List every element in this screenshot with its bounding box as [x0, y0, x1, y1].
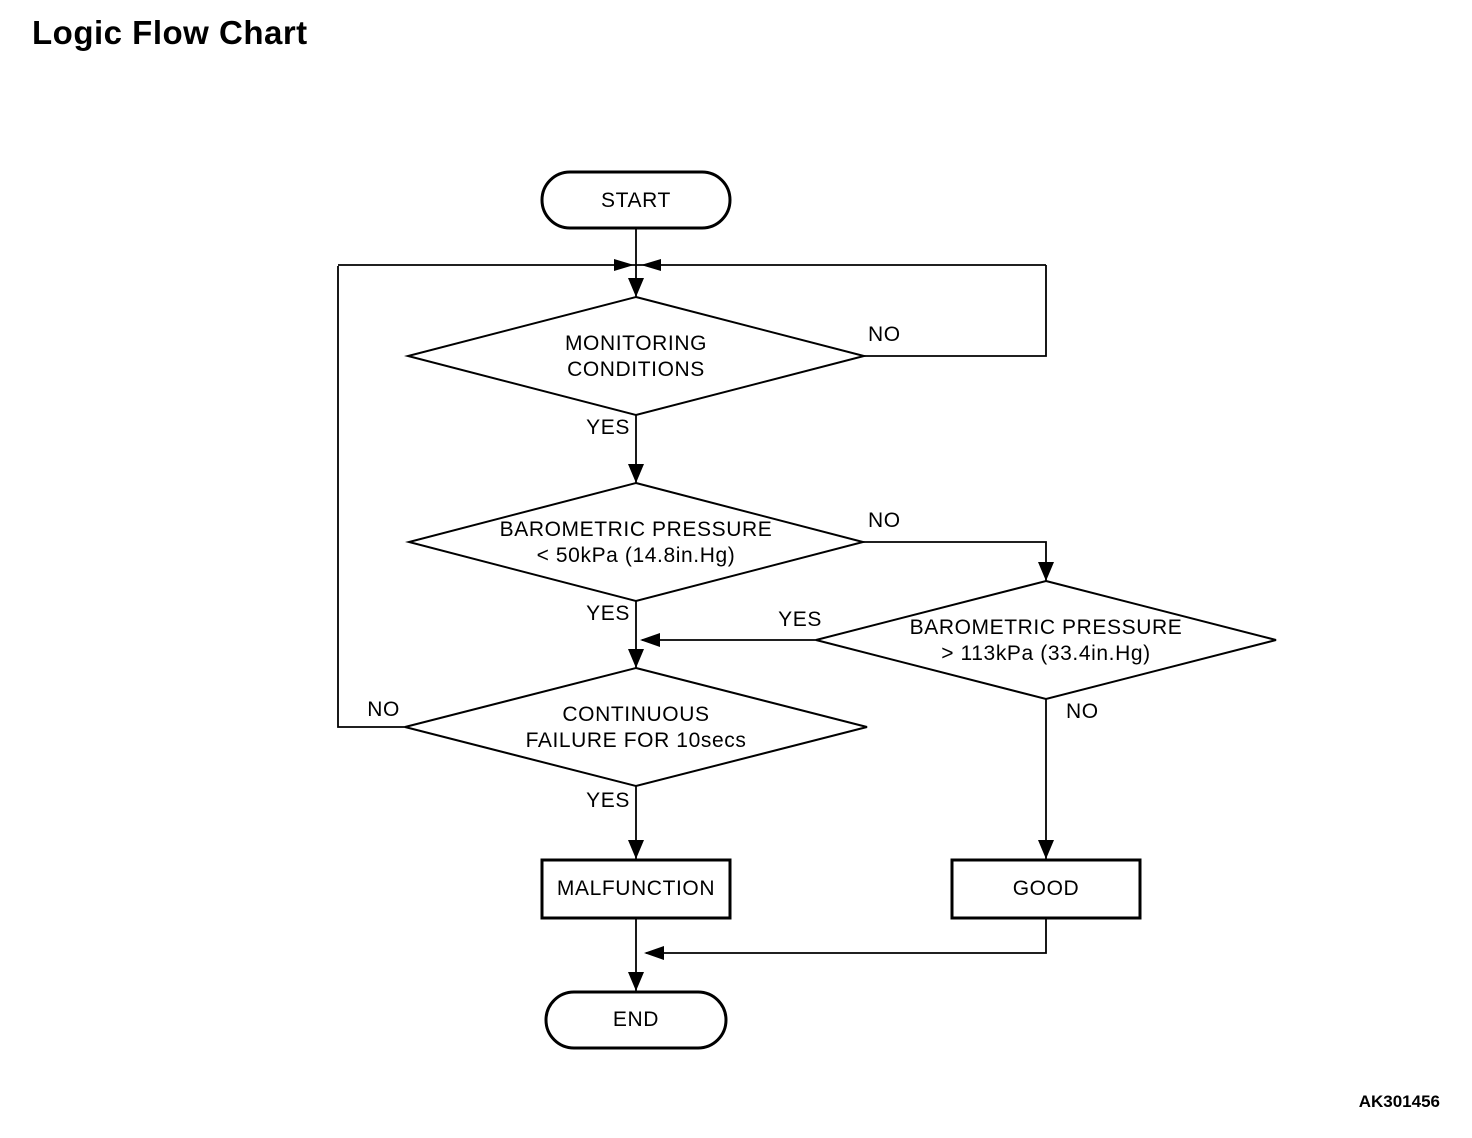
end-label: END: [612, 1008, 660, 1031]
edge-label-monitoring-no: NO: [868, 323, 901, 346]
edge-label-barometric-high-yes: YES: [778, 608, 822, 631]
monitoring-conditions-label: MONITORING CONDITIONS: [565, 331, 707, 383]
barometric-low-line2: < 50kPa (14.8in.Hg): [536, 544, 736, 567]
arrowhead-into-malfunction: [628, 840, 644, 859]
edge-continuous-failure-no-loop: [337, 266, 405, 728]
start-label: START: [601, 189, 671, 212]
end-node-shape: [544, 990, 728, 1050]
edge-monitoring-no-loop: [864, 265, 1047, 357]
edge-label-barometric-low-yes: YES: [586, 602, 630, 625]
monitoring-conditions-diamond: [404, 295, 868, 417]
good-node-shape: [950, 858, 1142, 920]
arrowhead-junction-from-left: [614, 259, 634, 271]
barometric-low-label: BAROMETRIC PRESSURE < 50kPa (14.8in.Hg): [500, 517, 773, 569]
edge-label-barometric-low-no: NO: [868, 509, 901, 532]
arrowhead-into-continuous-failure: [628, 649, 644, 668]
barometric-high-line2: > 113kPa (33.4in.Hg): [941, 642, 1151, 665]
arrowhead-into-barometric-low: [628, 464, 644, 483]
edge-label-continuous-failure-no: NO: [367, 698, 400, 721]
barometric-high-label: BAROMETRIC PRESSURE > 113kPa (33.4in.Hg): [910, 615, 1183, 667]
arrowhead-good-join: [644, 946, 664, 960]
start-node-shape: [540, 170, 732, 230]
edge-barometric-low-no: [863, 541, 1047, 581]
edge-label-continuous-failure-yes: YES: [586, 789, 630, 812]
barometric-low-line1: BAROMETRIC PRESSURE: [499, 518, 773, 541]
barometric-low-diamond: [405, 481, 867, 603]
malfunction-label: MALFUNCTION: [556, 877, 716, 900]
arrowhead-into-end: [628, 972, 644, 991]
arrowhead-into-barometric-high: [1038, 562, 1054, 581]
arrowhead-junction-from-right: [641, 259, 661, 271]
edge-label-monitoring-yes: YES: [586, 416, 630, 439]
continuous-failure-label: CONTINUOUS FAILURE FOR 10secs: [526, 702, 747, 754]
figure-code: AK301456: [1358, 1092, 1440, 1111]
monitoring-conditions-line2: CONDITIONS: [567, 358, 705, 381]
barometric-high-diamond: [815, 579, 1277, 701]
continuous-failure-line2: FAILURE FOR 10secs: [525, 729, 747, 752]
continuous-failure-diamond: [404, 666, 868, 788]
arrowhead-into-good: [1038, 840, 1054, 859]
arrowhead-into-monitoring: [628, 278, 644, 297]
page-title: Logic Flow Chart: [32, 14, 308, 51]
good-label: GOOD: [1012, 877, 1080, 900]
edge-good-to-end: [646, 918, 1047, 954]
monitoring-conditions-line1: MONITORING: [564, 332, 708, 355]
arrowhead-barometric-high-yes: [640, 633, 660, 647]
barometric-high-line1: BAROMETRIC PRESSURE: [909, 616, 1183, 639]
edge-label-barometric-high-no: NO: [1066, 700, 1099, 723]
continuous-failure-line1: CONTINUOUS: [562, 703, 710, 726]
malfunction-node-shape: [540, 858, 732, 920]
